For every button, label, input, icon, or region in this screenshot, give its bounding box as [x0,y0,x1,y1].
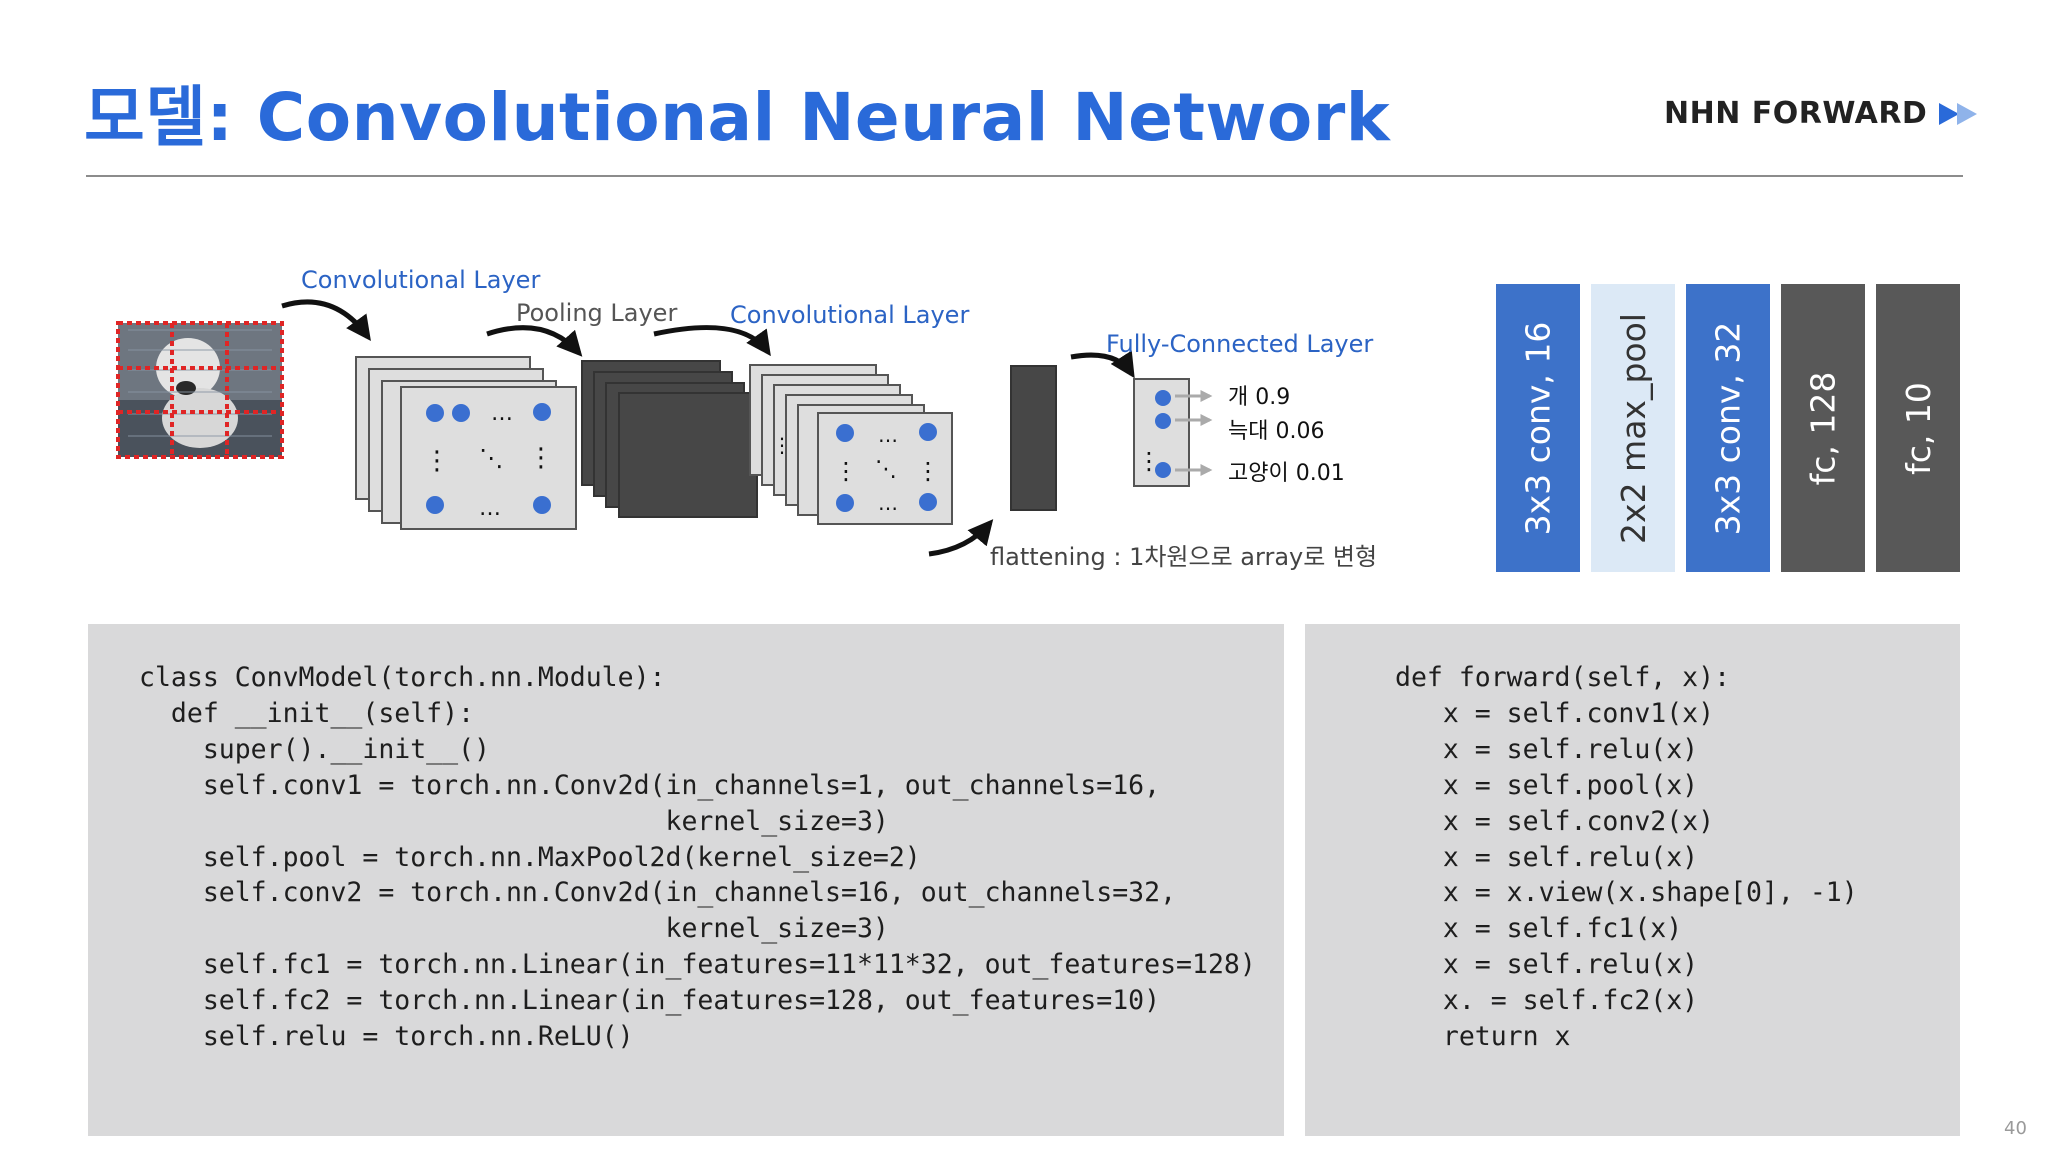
input-dog-image [116,321,284,459]
arrow-flatten [928,519,994,557]
code-line: x = self.conv2(x) [1395,805,1715,837]
conv1-hellipsis-top: … [491,401,513,426]
page-number: 40 [2004,1118,2027,1139]
code-line: self.conv1 = torch.nn.Conv2d(in_channels… [139,769,1161,801]
code-panel-init: class ConvModel(torch.nn.Module): def __… [88,624,1284,1136]
arrow-to-fc [1070,350,1135,379]
arrow-to-pool [486,325,583,357]
brand-logo: NHN FORWARD [1664,96,1985,131]
arch-block-conv2: 3x3 conv, 32 [1686,284,1770,572]
code-forward: def forward(self, x): x = self.conv1(x) … [1395,660,1858,1055]
output-cat: 고양이 0.01 [1228,461,1345,486]
arch-block-fc2: fc, 10 [1876,284,1960,572]
cnn-diagram: … … ⋮ ⋮ ⋱ … … ⋮ ⋮ ⋱ ⋮ ⋮ Convolutional La… [116,266,1377,571]
label-fc-layer: Fully-Connected Layer [1106,330,1373,358]
arrow-to-conv2 [653,325,771,357]
arch-block-label: 3x3 conv, 32 [1708,321,1748,535]
brand-name: NHN FORWARD [1664,96,1928,131]
code-line: x = self.relu(x) [1395,733,1699,765]
conv2-hellipsis-top: … [878,423,898,447]
code-panel-forward: def forward(self, x): x = self.conv1(x) … [1305,624,1960,1136]
code-line: x. = self.fc2(x) [1395,985,1699,1017]
conv1-vdots-left: ⋮ [424,446,450,476]
arch-block-pool: 2x2 max_pool [1591,284,1675,572]
conv1-hellipsis-bottom: … [479,496,501,521]
conv1-vdots-right: ⋮ [528,443,554,473]
code-line: x = self.relu(x) [1395,841,1699,873]
fc-vdots: ⋮ [1137,447,1161,475]
output-wolf: 늑대 0.06 [1228,419,1324,444]
code-line: def __init__(self): [139,697,475,729]
code-line: x = self.pool(x) [1395,769,1699,801]
label-pooling-layer: Pooling Layer [516,299,677,327]
fc-output-box [1133,378,1213,487]
label-conv-layer-2: Convolutional Layer [730,301,969,329]
arch-block-label: fc, 128 [1803,371,1843,485]
conv2-vdots-right: ⋮ [916,457,940,485]
code-line: return x [1395,1021,1571,1053]
code-line: x = self.fc1(x) [1395,913,1683,945]
code-line: x = self.relu(x) [1395,949,1699,981]
conv2-vdots-left: ⋮ [834,457,858,485]
forward-arrows-icon [1939,102,1978,125]
code-line: kernel_size=3) [139,805,889,837]
flattened-vector [1010,365,1057,511]
label-conv-layer-1: Convolutional Layer [301,266,540,294]
code-line: self.relu = torch.nn.ReLU() [139,1021,634,1053]
arch-block-label: 2x2 max_pool [1613,312,1653,544]
code-line: super().__init__() [139,733,490,765]
code-line: kernel_size=3) [139,913,889,945]
arch-block-fc1: fc, 128 [1781,284,1865,572]
code-line: self.pool = torch.nn.MaxPool2d(kernel_si… [139,841,921,873]
header-divider [86,175,1963,177]
code-line: class ConvModel(torch.nn.Module): [139,662,666,693]
code-line: x = x.view(x.shape[0], -1) [1395,877,1858,909]
code-line: x = self.conv1(x) [1395,697,1715,729]
code-init: class ConvModel(torch.nn.Module): def __… [139,660,1256,1055]
pooling-layer-maps [581,360,758,518]
arch-block-conv1: 3x3 conv, 16 [1496,284,1580,572]
conv-layer-2-maps [749,364,953,525]
conv2-back-vdots: ⋮ [772,433,792,457]
label-flattening: flattening : 1차원으로 array로 변형 [990,543,1377,571]
code-line: self.fc1 = torch.nn.Linear(in_features=1… [139,949,1256,981]
output-dog: 개 0.9 [1228,385,1290,410]
arch-block-label: fc, 10 [1898,381,1938,475]
code-line: self.conv2 = torch.nn.Conv2d(in_channels… [139,877,1177,909]
conv-layer-1-maps [355,356,577,530]
code-line: def forward(self, x): [1395,662,1731,693]
arch-block-label: 3x3 conv, 16 [1518,321,1558,535]
conv1-ddots: ⋱ [479,444,503,472]
conv2-hellipsis-bottom: … [878,491,898,515]
arrow-to-conv1 [281,299,371,342]
slide-title: 모델: Convolutional Neural Network [84,79,1391,156]
code-line: self.fc2 = torch.nn.Linear(in_features=1… [139,985,1161,1017]
conv2-ddots: ⋱ [875,457,897,482]
